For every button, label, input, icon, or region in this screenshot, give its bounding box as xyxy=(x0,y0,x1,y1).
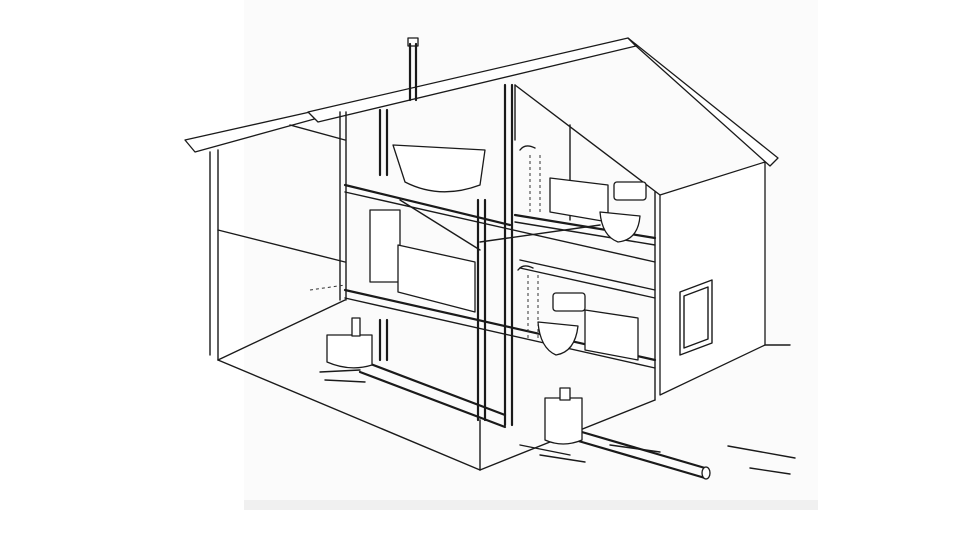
lower-toilet xyxy=(537,321,579,356)
fixtures xyxy=(326,144,647,445)
plumbing-pipes xyxy=(358,37,711,480)
water-heater xyxy=(369,209,401,283)
upper-toilet-tank xyxy=(613,181,647,201)
kitchen-sink-cabinet xyxy=(397,244,476,313)
lower-toilet-tank xyxy=(552,292,586,312)
lower-shower-head xyxy=(517,265,534,271)
roof xyxy=(307,37,779,196)
lower-vanity xyxy=(584,309,639,361)
upper-toilet xyxy=(599,211,641,243)
window xyxy=(679,279,713,356)
sewage-ejector xyxy=(544,397,583,445)
bathtub xyxy=(392,144,486,193)
sump-pit xyxy=(326,334,373,369)
sump-pump xyxy=(351,317,361,337)
ground-lines xyxy=(319,369,796,475)
panel-bottom-edge xyxy=(244,500,818,510)
upper-shower-head xyxy=(519,145,536,151)
